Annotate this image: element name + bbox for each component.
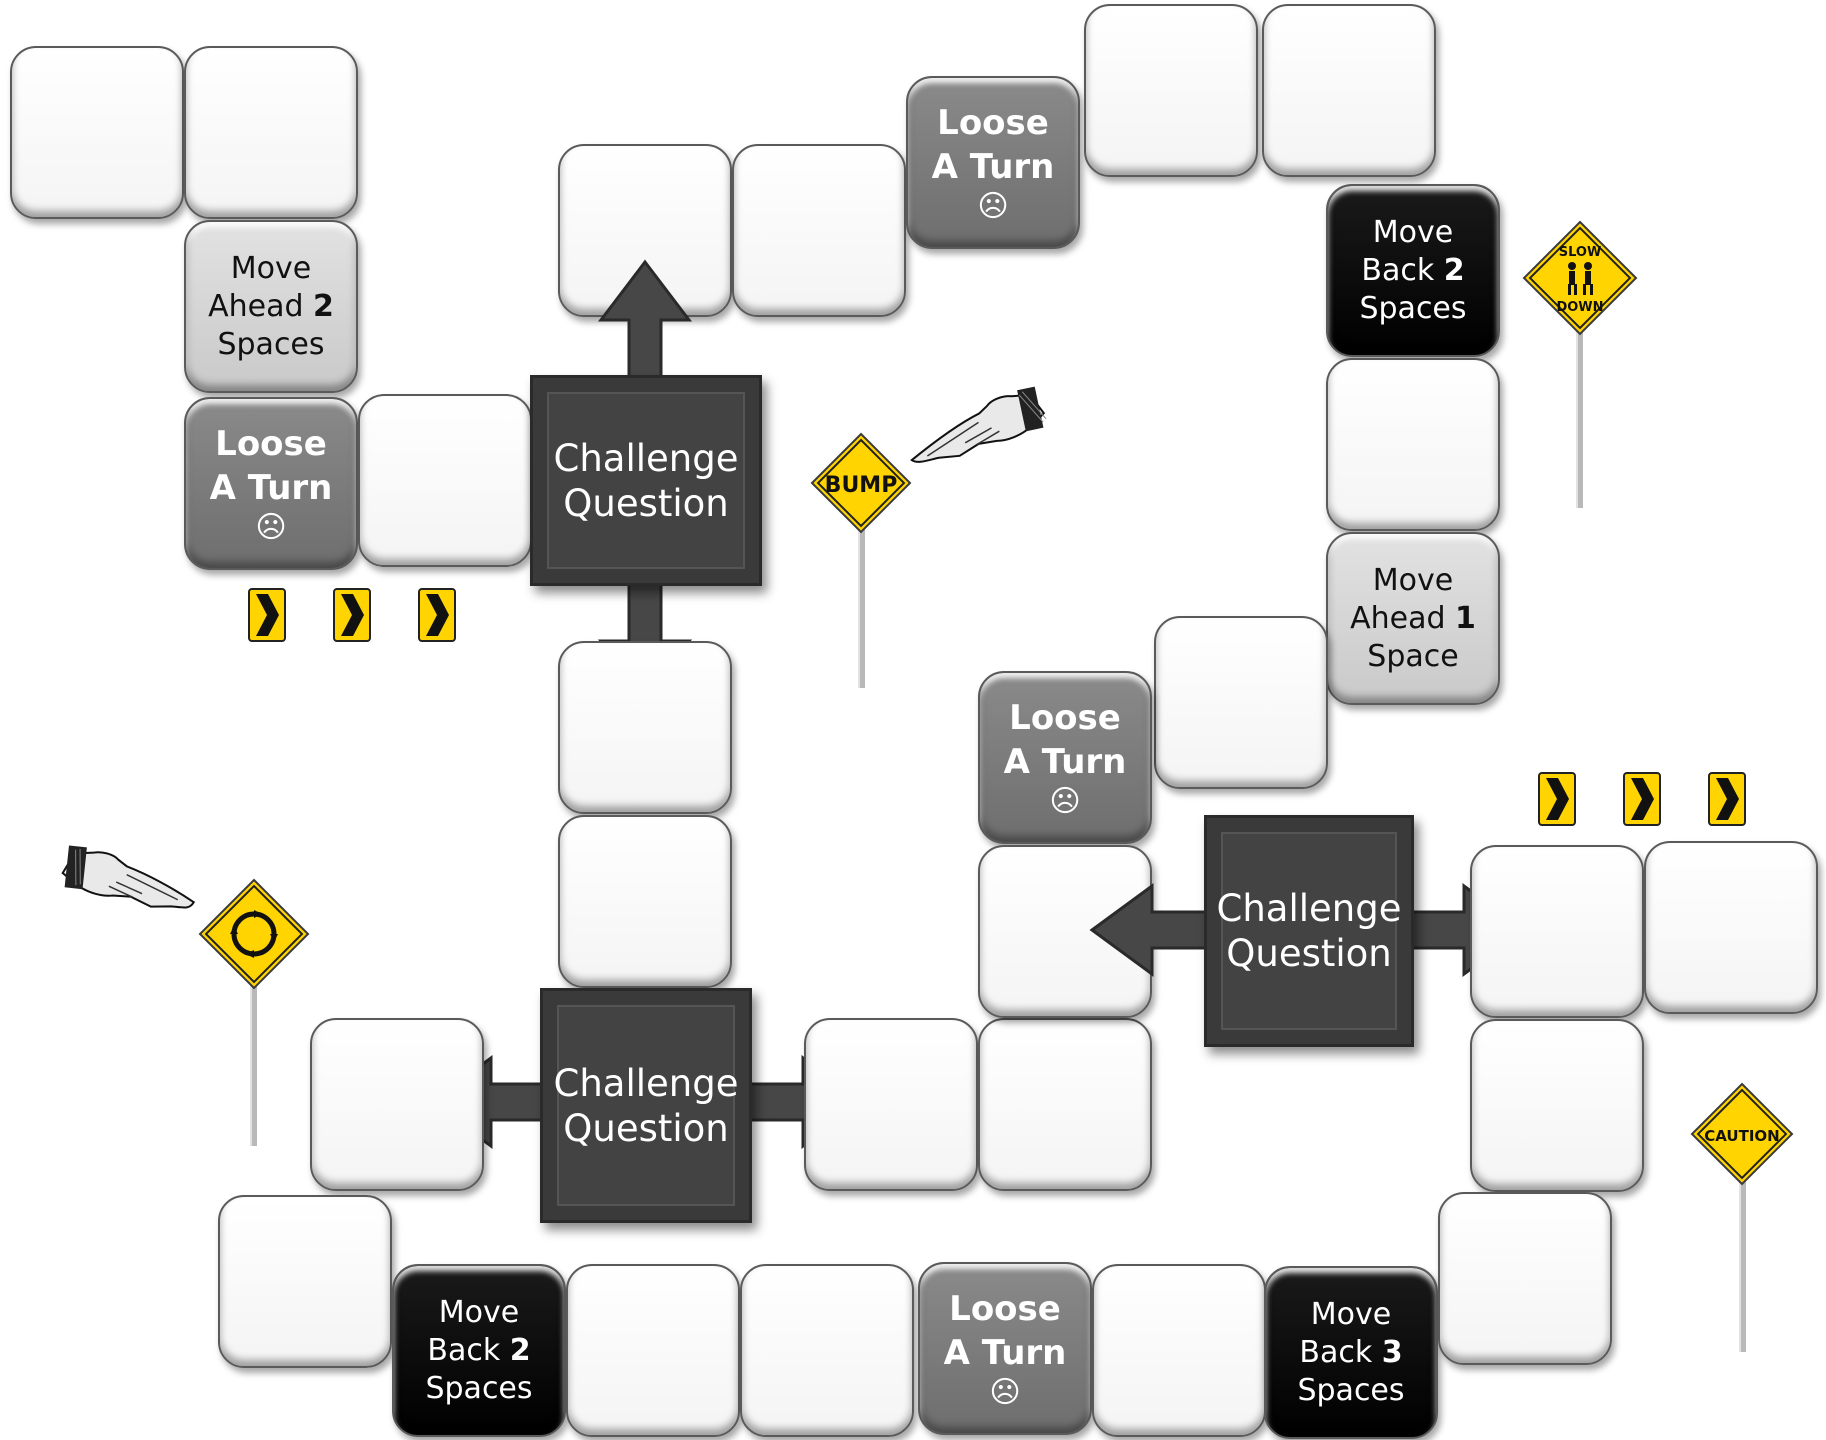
space-label: Back 3 bbox=[1299, 1334, 1403, 1370]
caution-sign-text: CAUTION bbox=[1704, 1127, 1779, 1145]
chevron-right-sign-icon bbox=[1538, 772, 1576, 826]
space-label: Loose bbox=[949, 1288, 1061, 1329]
space-label: Ahead 1 bbox=[1350, 600, 1476, 636]
board-space[interactable] bbox=[566, 1264, 740, 1437]
chevron-right-sign-icon bbox=[248, 588, 286, 642]
caution-sign: CAUTION bbox=[1690, 1082, 1794, 1352]
board-space[interactable] bbox=[218, 1195, 392, 1368]
board-space[interactable] bbox=[558, 815, 732, 988]
slow-down-sign: SLOW DOWN bbox=[1522, 220, 1638, 508]
board-space[interactable] bbox=[1092, 1264, 1266, 1437]
sad-face-icon: ☹ bbox=[989, 1374, 1021, 1410]
space-label: Move bbox=[1310, 1296, 1392, 1332]
space-label: Move bbox=[1372, 214, 1454, 250]
board-space[interactable] bbox=[558, 641, 732, 814]
loose-a-turn-space[interactable]: Loose A Turn ☹ bbox=[906, 76, 1080, 249]
pointing-hand-icon bbox=[910, 386, 1047, 463]
board-space[interactable] bbox=[184, 46, 358, 219]
challenge-label: Challenge bbox=[1216, 887, 1402, 930]
move-back-2-space[interactable]: Move Back 2 Spaces bbox=[392, 1264, 566, 1437]
space-label: Move bbox=[230, 250, 312, 286]
board-space[interactable] bbox=[1470, 845, 1644, 1018]
board-space[interactable] bbox=[732, 144, 906, 317]
space-label: A Turn bbox=[1003, 741, 1127, 782]
loose-a-turn-space[interactable]: Loose A Turn ☹ bbox=[918, 1262, 1092, 1435]
space-label: A Turn bbox=[931, 146, 1055, 187]
board-space[interactable] bbox=[978, 1018, 1152, 1191]
sad-face-icon: ☹ bbox=[977, 188, 1009, 224]
sad-face-icon: ☹ bbox=[1049, 783, 1081, 819]
bump-sign-text: BUMP bbox=[825, 473, 898, 498]
board-space[interactable] bbox=[740, 1264, 914, 1437]
board-space[interactable] bbox=[1084, 4, 1258, 177]
space-label: Spaces bbox=[217, 326, 325, 362]
board-space[interactable] bbox=[804, 1018, 978, 1191]
space-label: Move bbox=[438, 1294, 520, 1330]
space-label: Loose bbox=[1009, 697, 1121, 738]
loose-a-turn-space[interactable]: Loose A Turn ☹ bbox=[184, 397, 358, 570]
board-space[interactable] bbox=[310, 1018, 484, 1191]
move-ahead-1-space[interactable]: Move Ahead 1 Space bbox=[1326, 532, 1500, 705]
challenge-question-space[interactable]: Challenge Question bbox=[530, 375, 762, 586]
slow-down-sign-text-top: SLOW bbox=[1559, 245, 1602, 260]
space-label: Loose bbox=[937, 102, 1049, 143]
chevron-right-sign-icon bbox=[1708, 772, 1746, 826]
board-space[interactable] bbox=[10, 46, 184, 219]
bump-sign: BUMP bbox=[810, 432, 912, 688]
move-back-2-space[interactable]: Move Back 2 Spaces bbox=[1326, 184, 1500, 357]
board-space[interactable] bbox=[1326, 358, 1500, 531]
roundabout-sign bbox=[198, 878, 310, 1146]
space-label: Space bbox=[1367, 638, 1459, 674]
space-label: A Turn bbox=[209, 467, 333, 508]
space-label: Back 2 bbox=[427, 1332, 531, 1368]
challenge-label: Question bbox=[563, 1106, 729, 1150]
board-space[interactable] bbox=[1154, 616, 1328, 789]
sad-face-icon: ☹ bbox=[255, 509, 287, 545]
space-label: Move bbox=[1372, 562, 1454, 598]
space-label: Back 2 bbox=[1361, 252, 1465, 288]
space-label: Spaces bbox=[1359, 290, 1467, 326]
move-ahead-2-space[interactable]: Move Ahead 2 Spaces bbox=[184, 220, 358, 393]
challenge-question-space[interactable]: Challenge Question bbox=[540, 988, 752, 1223]
chevron-right-sign-icon bbox=[418, 588, 456, 642]
board-space[interactable] bbox=[1438, 1192, 1612, 1365]
challenge-label: Challenge bbox=[553, 1061, 739, 1105]
board-space[interactable] bbox=[1644, 841, 1818, 1014]
board-space[interactable] bbox=[1470, 1019, 1644, 1192]
pointing-hand-icon bbox=[61, 845, 196, 909]
challenge-label: Challenge bbox=[553, 436, 739, 480]
space-label: Ahead 2 bbox=[208, 288, 334, 324]
space-label: Spaces bbox=[1297, 1372, 1405, 1408]
space-label: Loose bbox=[215, 423, 327, 464]
space-label: Spaces bbox=[425, 1370, 533, 1406]
challenge-label: Question bbox=[1226, 932, 1392, 975]
loose-a-turn-space[interactable]: Loose A Turn ☹ bbox=[978, 671, 1152, 844]
space-label: A Turn bbox=[943, 1332, 1067, 1373]
board-space[interactable] bbox=[1262, 4, 1436, 177]
pedestrians-icon bbox=[1568, 262, 1593, 295]
challenge-label: Question bbox=[563, 481, 729, 525]
chevron-right-sign-icon bbox=[333, 588, 371, 642]
move-back-3-space[interactable]: Move Back 3 Spaces bbox=[1264, 1266, 1438, 1439]
slow-down-sign-text-bottom: DOWN bbox=[1556, 300, 1603, 315]
challenge-question-space[interactable]: Challenge Question bbox=[1204, 815, 1414, 1047]
chevron-right-sign-icon bbox=[1623, 772, 1661, 826]
board-space[interactable] bbox=[358, 394, 532, 567]
